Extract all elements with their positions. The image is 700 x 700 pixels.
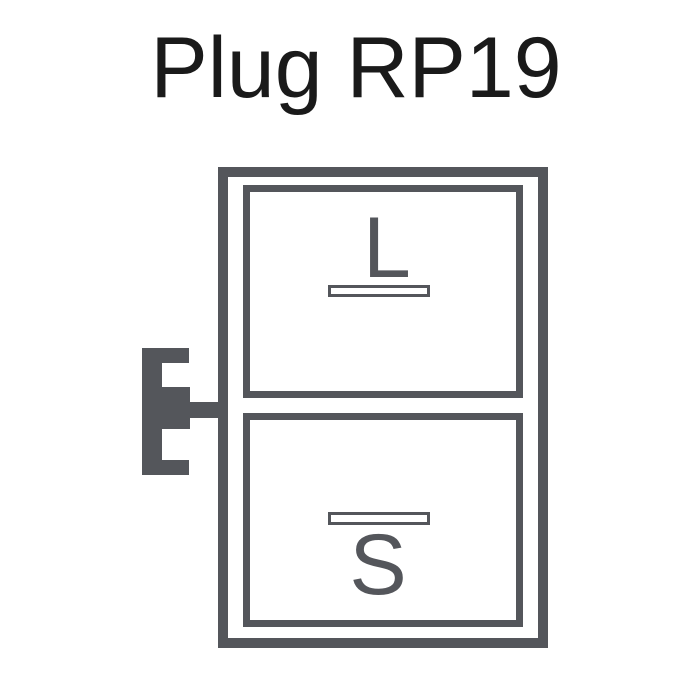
clip-connector-bar [188,402,222,418]
clip-middle-prong [158,387,190,429]
clip-spine [142,348,162,475]
pin-label-bottom: S [349,517,406,613]
clip-bottom-arm [142,460,189,475]
plug-outer-body [218,167,548,648]
mounting-clip-icon [142,348,222,475]
terminal-slot-top [328,285,430,297]
pin-chamber-top [243,185,523,398]
page-title: Plug RP19 [150,20,561,116]
pin-chamber-bottom [243,413,523,627]
terminal-slot-bottom [328,512,430,525]
pin-label-top: L [363,200,411,296]
